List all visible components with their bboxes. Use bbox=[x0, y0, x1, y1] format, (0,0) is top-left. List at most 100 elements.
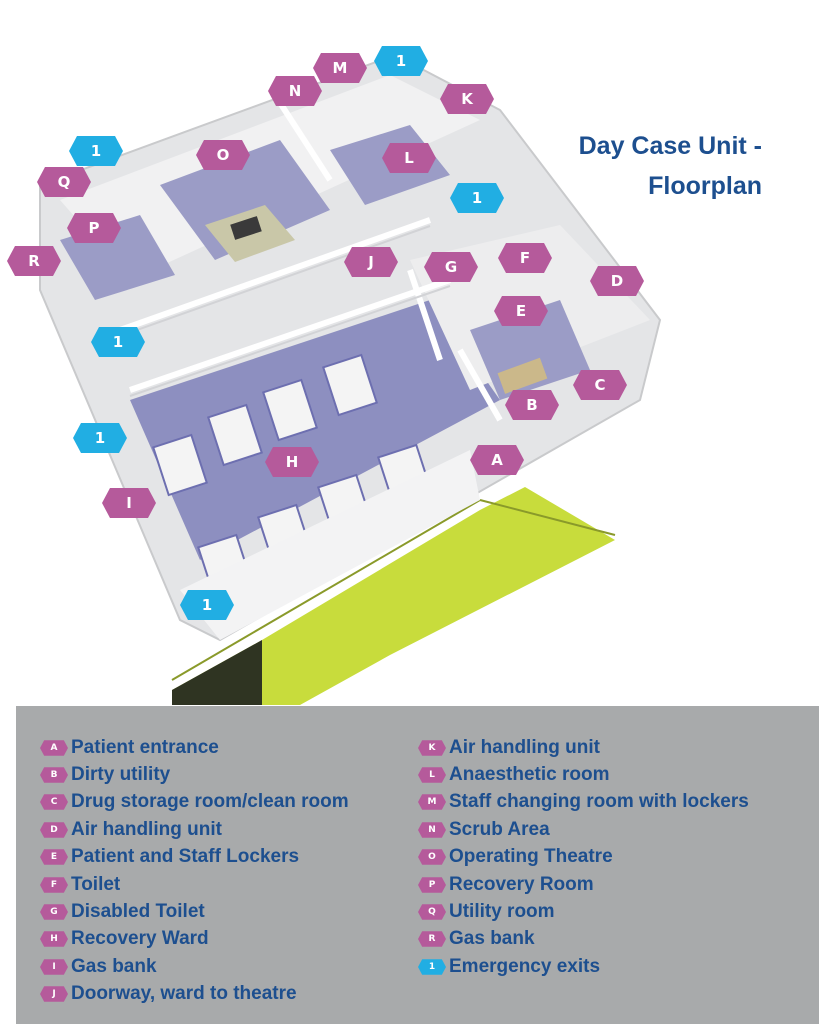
marker-label: P bbox=[88, 219, 100, 237]
room-marker-a: A bbox=[470, 445, 524, 475]
marker-label: 1 bbox=[395, 52, 407, 70]
interior-walls bbox=[118, 93, 503, 422]
marker-label: H bbox=[285, 453, 299, 471]
room-badge-icon: D bbox=[40, 822, 68, 838]
legend-label: Gas bank bbox=[449, 928, 535, 950]
legend-label: Dirty utility bbox=[71, 764, 171, 786]
marker-label: O bbox=[216, 146, 230, 164]
legend-label: Patient entrance bbox=[71, 736, 219, 758]
room-marker-g: G bbox=[424, 252, 478, 282]
room-badge-icon: L bbox=[418, 767, 446, 783]
room-badge-icon: J bbox=[40, 986, 68, 1002]
room-marker-r: R bbox=[7, 246, 61, 276]
room-marker-h: H bbox=[265, 447, 319, 477]
theatre-floor bbox=[160, 140, 330, 260]
legend-label: Toilet bbox=[71, 873, 121, 895]
marker-label: I bbox=[126, 494, 132, 512]
room-marker-p: P bbox=[67, 213, 121, 243]
emergency-exit-marker: 1 bbox=[450, 183, 504, 213]
legend-label: Anaesthetic room bbox=[449, 764, 610, 786]
room-marker-j: J bbox=[344, 247, 398, 277]
emergency-exit-marker: 1 bbox=[374, 46, 428, 76]
room-badge-icon: I bbox=[40, 959, 68, 975]
room-marker-i: I bbox=[102, 488, 156, 518]
room-badge-icon: N bbox=[418, 822, 446, 838]
marker-label: D bbox=[610, 272, 624, 290]
legend-label: Utility room bbox=[449, 901, 555, 923]
marker-label: G bbox=[444, 258, 458, 276]
room-marker-b: B bbox=[505, 390, 559, 420]
marker-label: 1 bbox=[471, 189, 483, 207]
room-badge-icon: K bbox=[418, 739, 446, 756]
room-marker-q: Q bbox=[37, 167, 91, 197]
legend-label: Recovery Room bbox=[449, 873, 594, 895]
emergency-exit-marker: 1 bbox=[69, 136, 123, 166]
wall-shading bbox=[119, 225, 451, 397]
marker-label: B bbox=[526, 396, 538, 414]
room-marker-l: L bbox=[382, 143, 436, 173]
marker-label: Q bbox=[57, 173, 71, 191]
room-badge-icon: Q bbox=[418, 904, 446, 920]
legend-label: Scrub Area bbox=[449, 818, 550, 840]
room-marker-c: C bbox=[573, 370, 627, 400]
legend-label: Recovery Ward bbox=[71, 928, 209, 950]
legend-label: Drug storage room/clean room bbox=[71, 791, 349, 813]
title-line-2: Floorplan bbox=[648, 172, 762, 200]
exit-badge-icon: 1 bbox=[418, 959, 446, 975]
marker-label: 1 bbox=[201, 596, 213, 614]
title-line-1: Day Case Unit - bbox=[578, 132, 762, 160]
legend-label: Air handling unit bbox=[449, 736, 600, 758]
marker-label: L bbox=[404, 149, 414, 167]
legend-label: Air handling unit bbox=[71, 818, 222, 840]
room-badge-icon: H bbox=[40, 931, 68, 948]
room-badge-icon: B bbox=[40, 767, 68, 783]
room-badge-icon: M bbox=[418, 794, 446, 811]
marker-label: E bbox=[515, 302, 527, 320]
legend-label: Disabled Toilet bbox=[71, 901, 205, 923]
marker-label: C bbox=[594, 376, 606, 394]
room-badge-icon: O bbox=[418, 849, 446, 866]
room-marker-n: N bbox=[268, 76, 322, 106]
room-badge-icon: F bbox=[40, 876, 68, 893]
room-marker-f: F bbox=[498, 243, 552, 273]
legend-label: Gas bank bbox=[71, 955, 157, 977]
ramp-side bbox=[172, 640, 262, 705]
marker-label: 1 bbox=[94, 429, 106, 447]
marker-label: 1 bbox=[112, 333, 124, 351]
room-badge-icon: E bbox=[40, 849, 68, 866]
access-ramp bbox=[172, 487, 615, 705]
marker-label: 1 bbox=[90, 142, 102, 160]
room-badge-icon: C bbox=[40, 794, 68, 811]
room-marker-e: E bbox=[494, 296, 548, 326]
room-marker-m: M bbox=[313, 53, 367, 83]
page-title: Day Case Unit - Floorplan bbox=[462, 126, 762, 206]
emergency-exit-marker: 1 bbox=[91, 327, 145, 357]
legend-label: Operating Theatre bbox=[449, 846, 613, 868]
marker-label: F bbox=[519, 249, 531, 267]
marker-label: R bbox=[28, 252, 40, 270]
legend-label: Doorway, ward to theatre bbox=[71, 983, 297, 1005]
marker-label: M bbox=[332, 59, 348, 77]
emergency-exit-marker: 1 bbox=[73, 423, 127, 453]
legend-label: Patient and Staff Lockers bbox=[71, 846, 300, 868]
